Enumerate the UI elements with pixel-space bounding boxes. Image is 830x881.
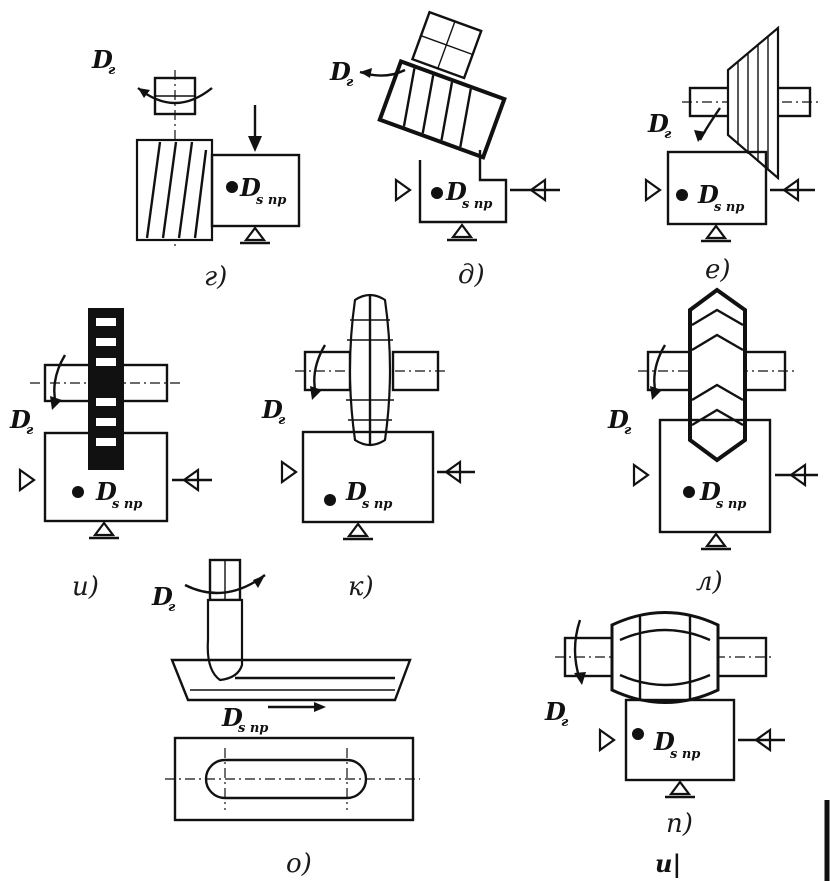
svg-text:D: D [345,477,367,506]
svg-text:D: D [653,727,675,756]
panel-p: D г D s пр п) [544,611,785,839]
svg-text:s пр: s пр [256,193,286,208]
svg-text:D: D [699,477,721,506]
panel-g: D г D s пр г) [91,45,301,292]
slot-section [170,658,412,702]
svg-text:г: г [108,63,116,78]
end-mill [206,598,244,682]
svg-text:s пр: s пр [670,747,700,762]
cylindrical-cutter [135,138,214,242]
workpiece-table [210,105,301,245]
caption-k: к) [348,572,374,602]
panel-l: D г D s пр л) [607,287,818,597]
workpiece-table [18,431,212,540]
svg-text:D: D [329,57,351,86]
panel-i: D г D s пр и) [9,308,212,602]
svg-text:г: г [26,423,34,438]
workpiece-table [644,150,815,243]
workpiece-table [598,698,785,799]
panel-o: D г D s пр о) [151,558,420,879]
slot-plan-view [165,736,420,822]
svg-text:D: D [697,180,719,209]
corner-mark: и| [655,849,681,878]
svg-text:s пр: s пр [714,200,744,215]
panel-k: D г D s пр к) [261,293,475,602]
svg-text:г: г [346,75,354,90]
panel-e: D г D s пр е) [644,25,818,285]
svg-text:D: D [445,177,467,206]
caption-p: п) [666,809,693,839]
svg-text:D: D [151,582,173,611]
herringbone-cutter [688,287,747,463]
svg-text:s пр: s пр [238,721,268,736]
svg-text:s пр: s пр [462,197,492,212]
svg-text:D: D [9,405,31,434]
caption-g: г) [204,262,227,292]
caption-i: и) [72,572,99,602]
svg-text:D: D [607,405,629,434]
svg-text:D: D [647,109,669,138]
svg-text:D: D [221,703,243,732]
tilted-cutter [377,10,507,160]
caption-l: л) [696,567,723,597]
feed-motion-label: D [239,173,261,202]
svg-text:г: г [664,127,672,142]
svg-text:D: D [261,395,283,424]
svg-text:г: г [561,715,569,730]
svg-text:D: D [544,697,566,726]
caption-o: о) [286,849,312,879]
bevel-cutter [726,25,780,181]
svg-text:г: г [278,413,286,428]
workpiece-table [632,418,818,551]
svg-text:s пр: s пр [112,497,142,512]
workpiece-table [280,430,475,541]
svg-text:г: г [168,600,176,615]
panel-d: D г D s пр д) [329,10,560,290]
svg-text:s пр: s пр [362,497,392,512]
svg-text:г: г [624,423,632,438]
workpiece-table [394,150,560,242]
svg-text:s пр: s пр [716,497,746,512]
caption-d: д) [458,260,485,290]
tool-motion-label: D [91,45,113,74]
profile-cutter [610,611,720,704]
caption-e: е) [705,255,731,285]
svg-text:D: D [95,477,117,506]
